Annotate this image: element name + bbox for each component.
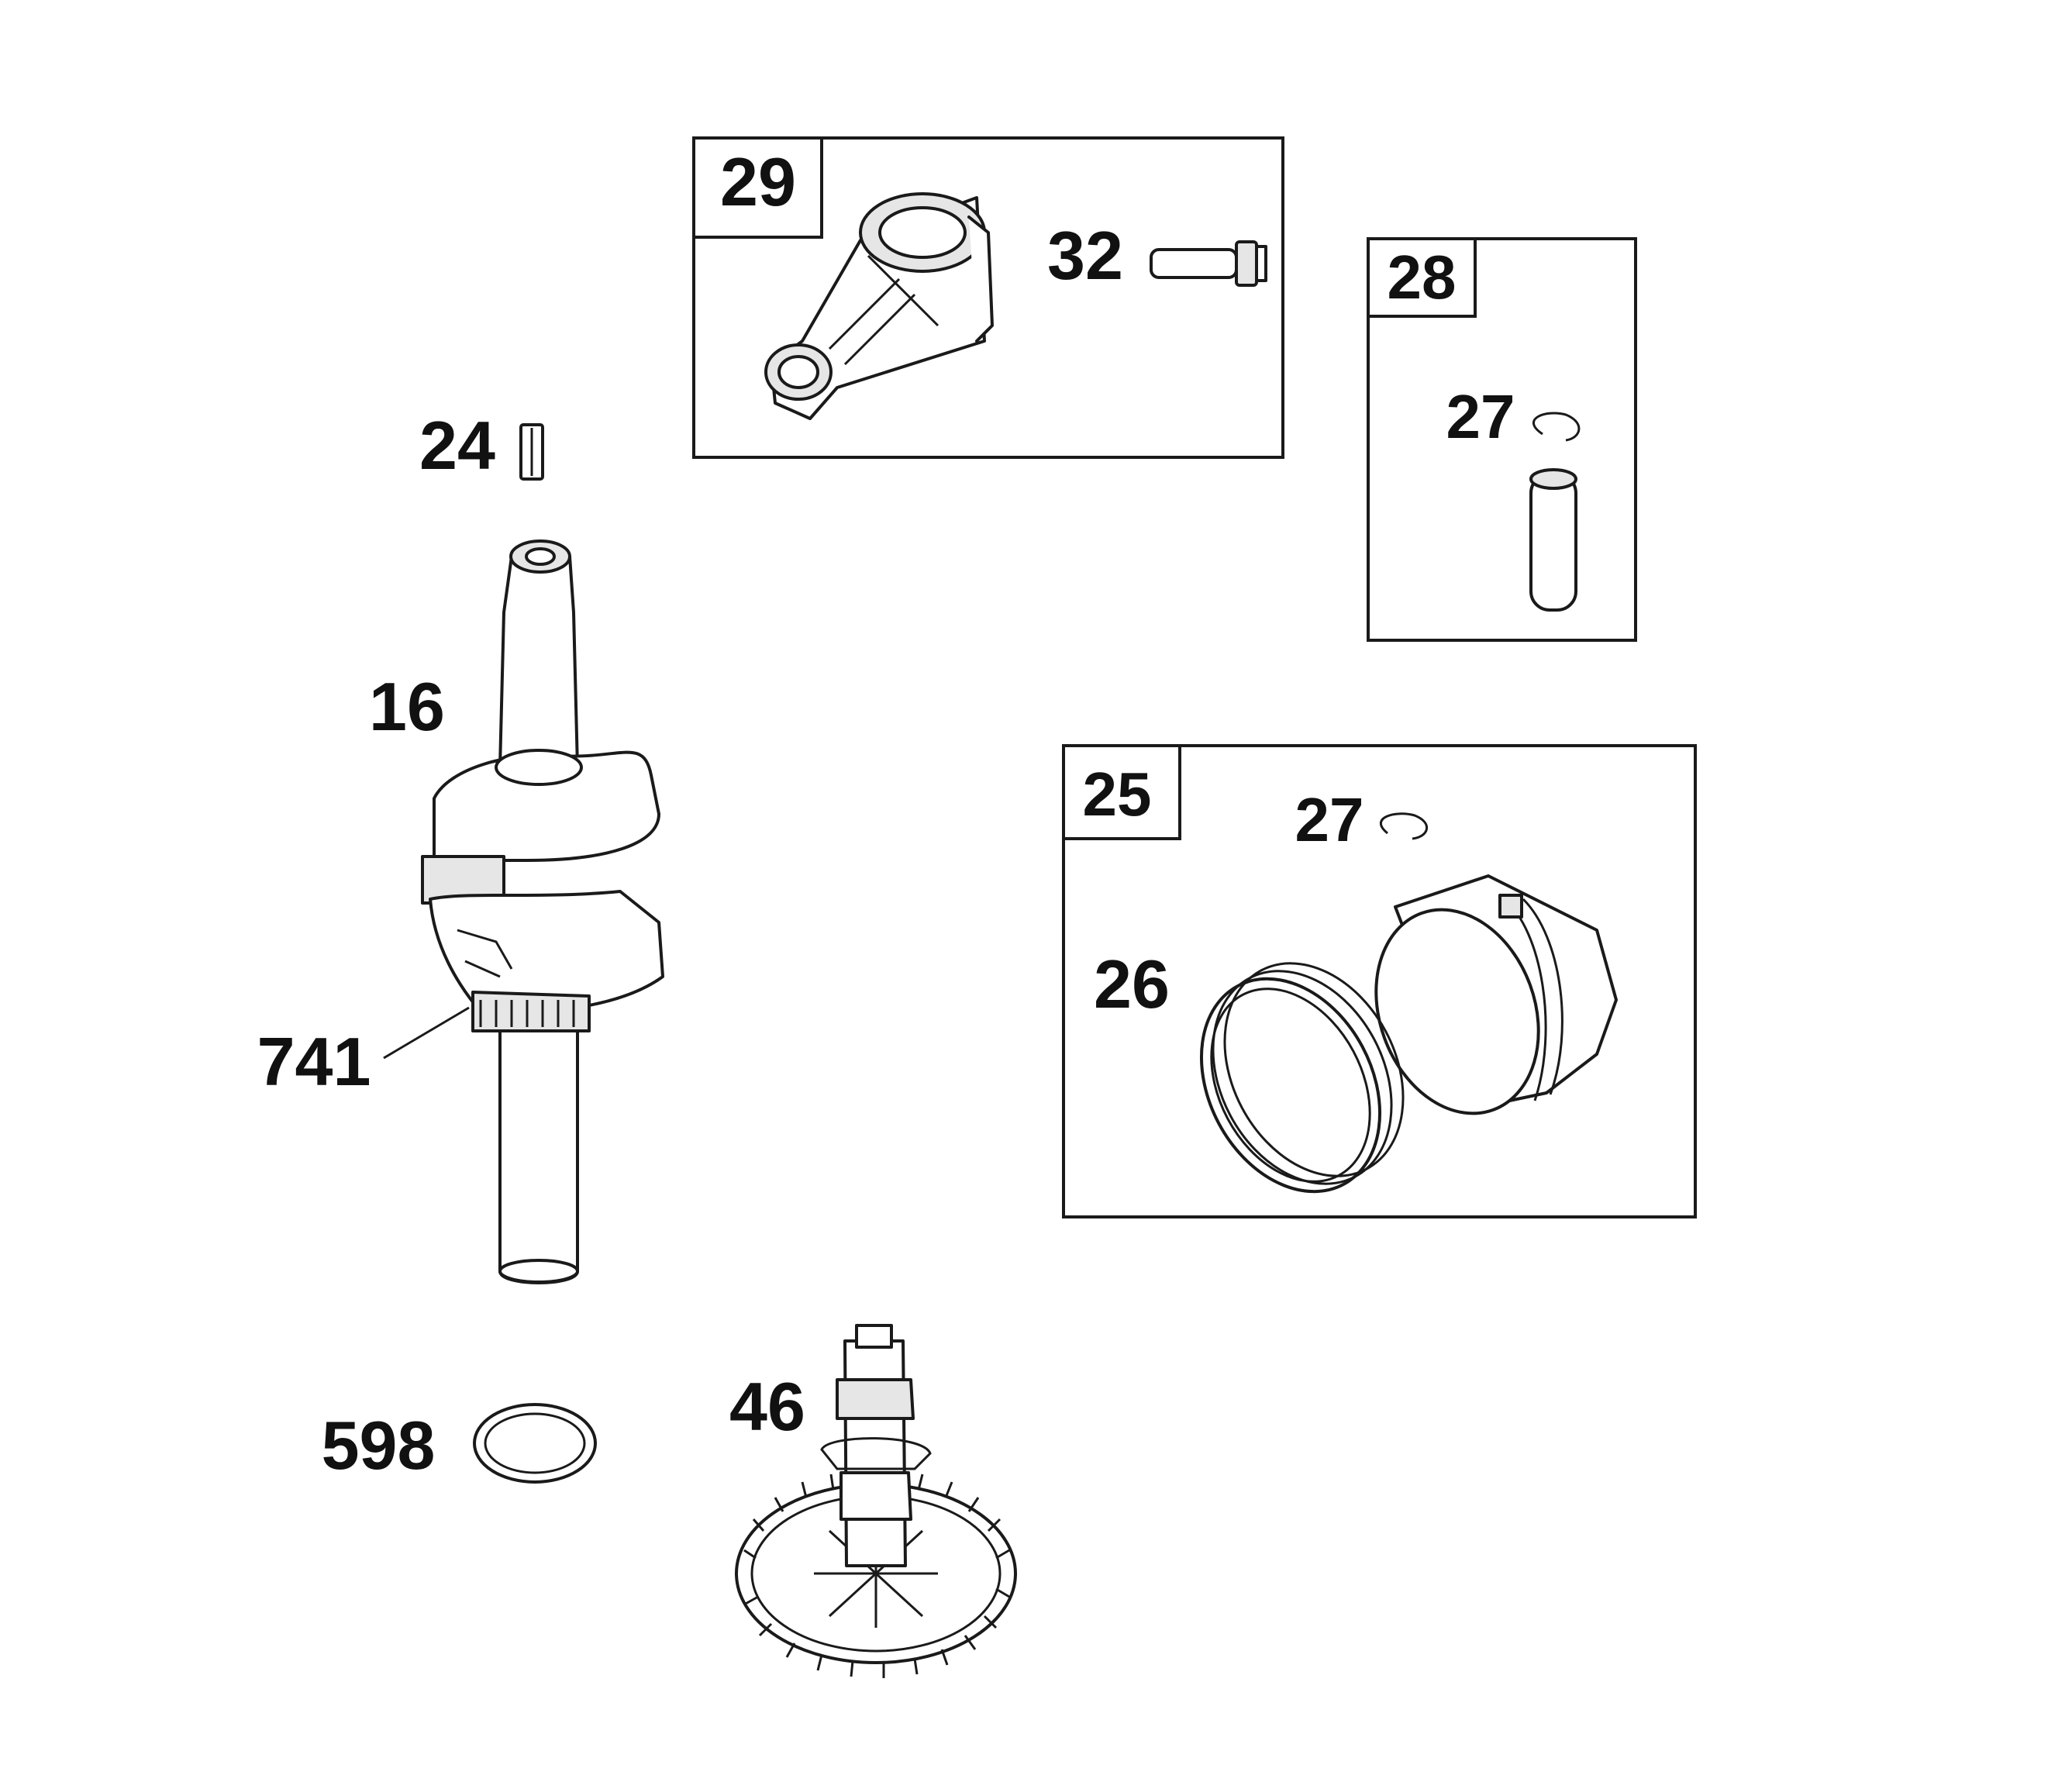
connecting-rod [764,192,994,420]
piston-rings [1199,962,1405,1194]
piston [1374,874,1618,1115]
callout-598: 598 [322,1407,436,1484]
piston-pin-clip [1532,412,1581,442]
crankshaft-key [519,423,544,481]
callout-24: 24 [419,407,495,484]
callout-29: 29 [720,143,796,220]
kit-box-28: 28 27 [1367,237,1637,642]
kit-box-25: 25 27 26 [1062,744,1697,1218]
crankshaft [421,539,664,1284]
piston-clip [1380,812,1429,840]
callout-27-pin-kit: 27 [1446,382,1515,451]
callout-741: 741 [257,1023,371,1100]
oil-seal-ring [473,1403,597,1484]
callout-27-piston-kit: 27 [1295,785,1364,854]
piston-pin [1529,468,1577,612]
callout-16: 16 [369,668,445,745]
timing-gear-leader [383,1006,470,1060]
rod-bolt: 32 [1047,217,1267,294]
callout-28: 28 [1388,243,1457,312]
camshaft [735,1324,1017,1678]
callout-46: 46 [729,1368,805,1445]
callout-26: 26 [1094,946,1170,1022]
callout-25: 25 [1083,760,1152,829]
callout-32: 32 [1047,217,1123,294]
kit-box-29: 29 [692,136,1284,459]
